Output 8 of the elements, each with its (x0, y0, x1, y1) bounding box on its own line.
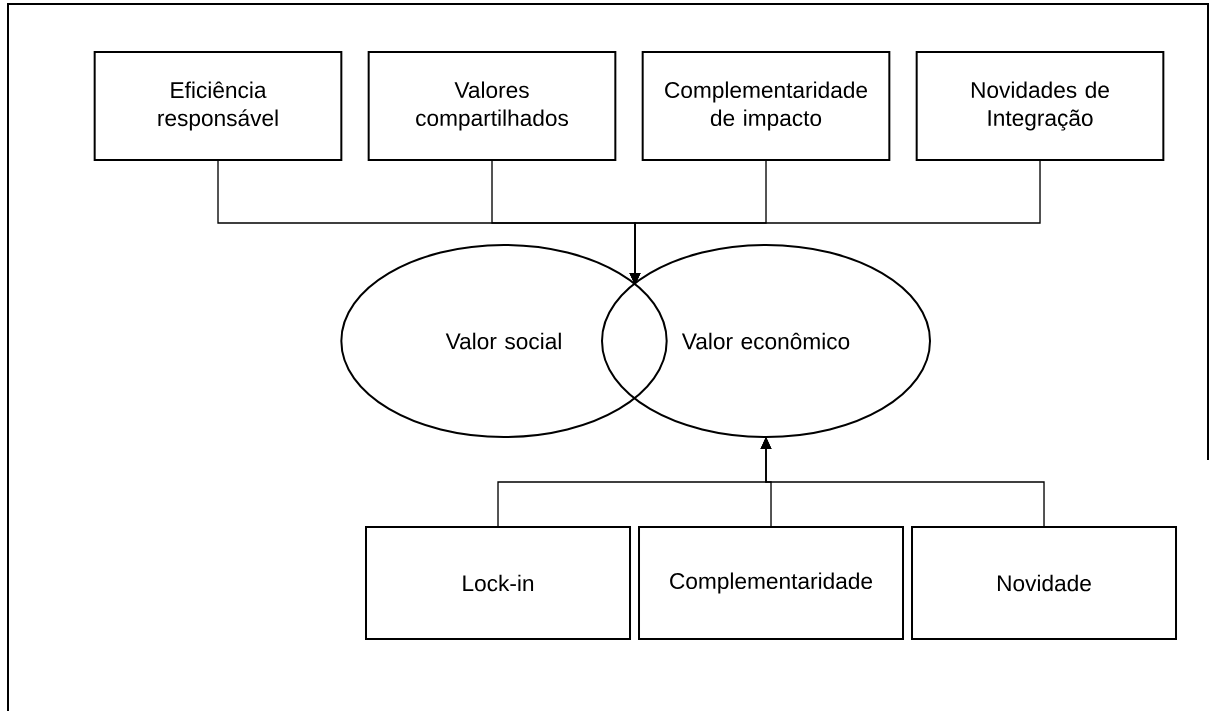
text-box: Complementaridade de impacto (641, 51, 891, 161)
text-box: Lock-in (365, 526, 631, 640)
text-box: Eficiência responsável (93, 51, 343, 161)
arrow (629, 160, 1041, 285)
text-box: Complementaridade (638, 526, 904, 640)
text-box: Valores compartilhados (367, 51, 617, 161)
text-box: Novidade (911, 526, 1177, 640)
text-box: Novidades de Integração (915, 51, 1165, 161)
